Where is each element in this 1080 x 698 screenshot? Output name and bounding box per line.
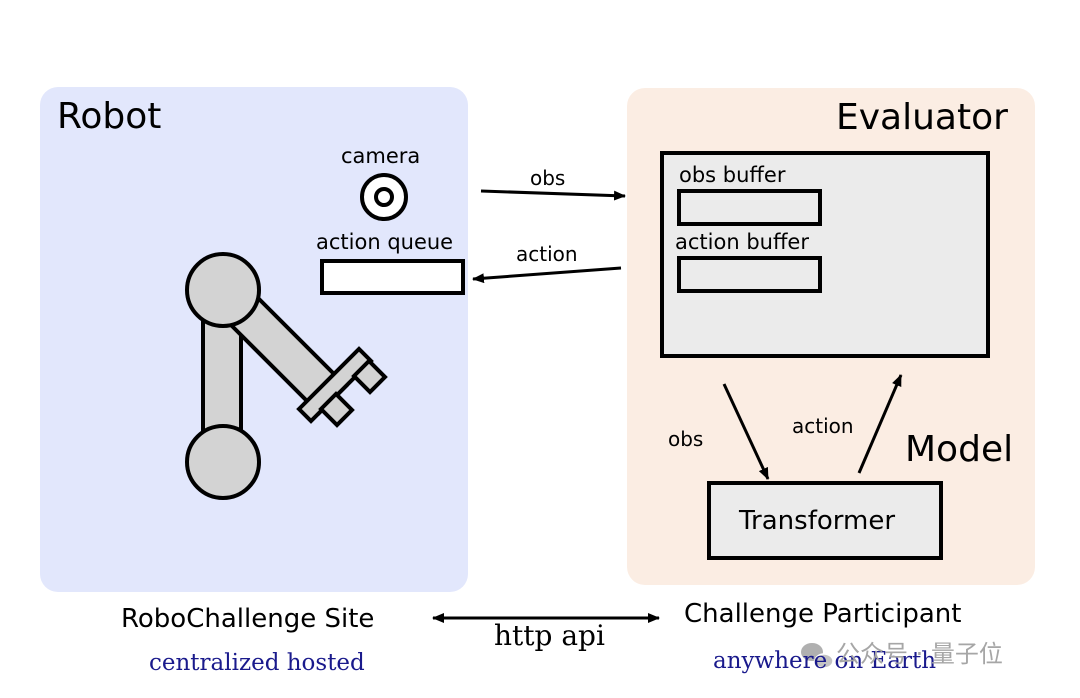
obs-arrow: [480, 189, 626, 201]
action-queue-label: action queue: [316, 230, 454, 254]
transformer-box: [707, 481, 943, 560]
http-api-label: http api: [494, 619, 605, 652]
participant-title: Challenge Participant: [684, 599, 962, 629]
site-subtitle: centralized hosted: [149, 650, 365, 676]
camera-icon: [360, 173, 408, 221]
link-obs-label: obs: [530, 166, 566, 190]
model-obs-label: obs: [668, 427, 704, 451]
obs-buffer-box: [677, 189, 822, 226]
link-action-label: action: [516, 242, 578, 266]
robot-arm-icon: [185, 252, 388, 500]
transformer-label: Transformer: [739, 506, 896, 536]
action-queue-box: [320, 259, 465, 295]
evaluator-title: Evaluator: [836, 97, 1008, 138]
action-buffer-box: [677, 256, 822, 293]
site-title: RoboChallenge Site: [121, 604, 375, 634]
model-action-arrow: [857, 374, 903, 474]
camera-label: camera: [341, 144, 421, 168]
watermark-text: 公众号 · 量子位: [836, 640, 1003, 668]
model-label: Model: [905, 429, 1014, 470]
action-buffer-label: action buffer: [675, 230, 809, 254]
action-arrow: [472, 266, 622, 284]
buffer-container: [660, 151, 990, 358]
wechat-icon: [801, 643, 834, 669]
robot-title: Robot: [57, 96, 162, 137]
model-obs-arrow: [722, 383, 770, 480]
obs-buffer-label: obs buffer: [679, 163, 786, 187]
model-action-label: action: [792, 414, 854, 438]
participant-subtitle: anywhere on Earth: [713, 648, 937, 674]
